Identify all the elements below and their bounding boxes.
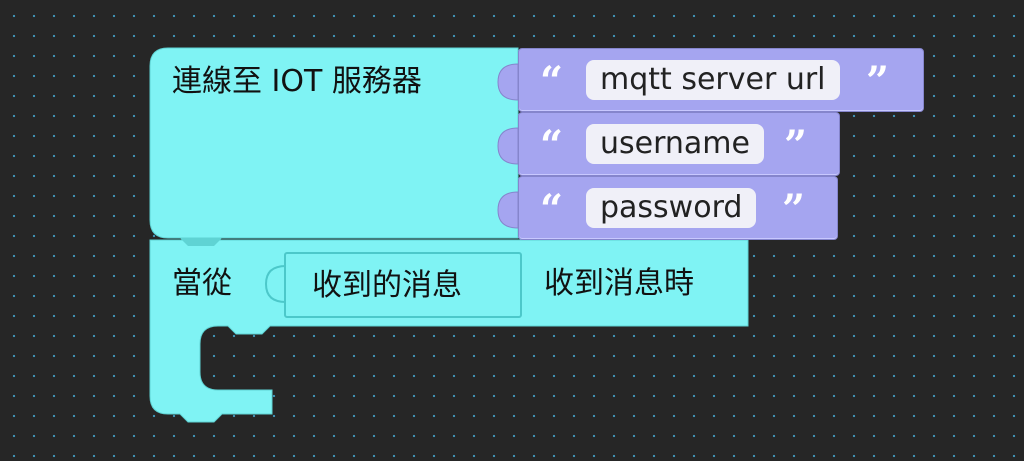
server-url-field[interactable]: mqtt server url <box>586 60 840 100</box>
string-block-username[interactable] <box>518 112 840 176</box>
variable-slot[interactable] <box>284 252 522 318</box>
input-tab-3 <box>497 191 519 229</box>
close-quote-icon: ” <box>866 58 890 105</box>
password-field[interactable]: password <box>586 188 757 228</box>
block-notch <box>180 238 222 246</box>
open-quote-icon: “ <box>540 186 564 233</box>
username-field[interactable]: username <box>586 124 764 164</box>
variable-name[interactable]: 收到的消息 <box>312 268 462 303</box>
close-quote-icon: ” <box>784 122 808 169</box>
close-quote-icon: ” <box>782 186 806 233</box>
input-tab-1 <box>497 63 519 101</box>
open-quote-icon: “ <box>540 122 564 169</box>
receive-block-prefix: 當從 <box>172 266 232 301</box>
connect-block-label: 連線至 IOT 服務器 <box>172 64 422 99</box>
connect-block-shape[interactable] <box>149 47 519 239</box>
variable-slot-tab <box>264 264 287 304</box>
input-tab-2 <box>497 127 519 165</box>
open-quote-icon: “ <box>540 58 564 105</box>
receive-block-suffix: 收到消息時 <box>544 266 694 301</box>
